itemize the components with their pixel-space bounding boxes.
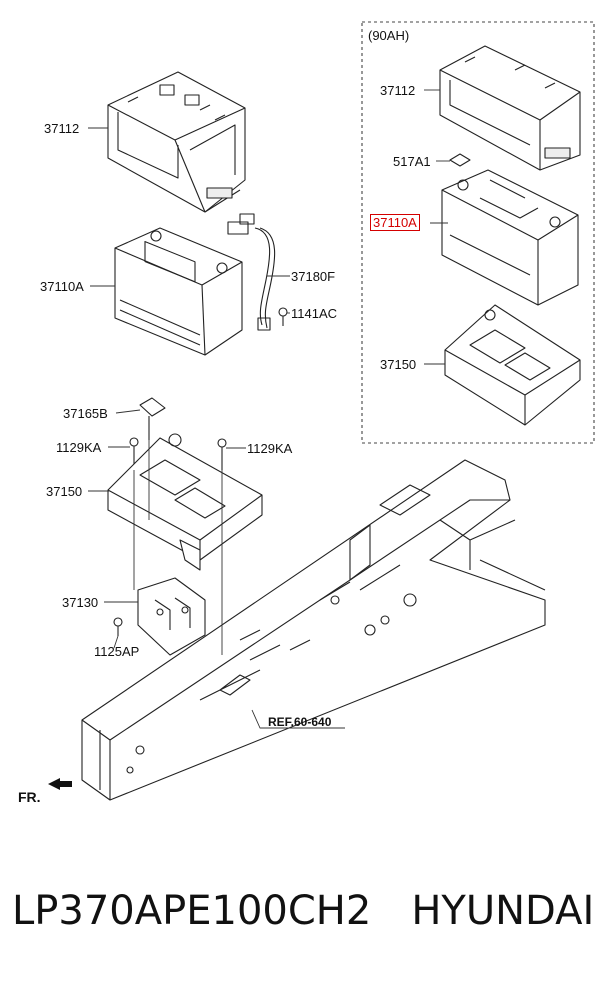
part-number: LP370APE100CH2 — [12, 888, 372, 934]
label-right-tray[interactable]: 37112 — [380, 83, 416, 98]
group-label-90ah: (90AH) — [368, 28, 410, 43]
label-left-tray[interactable]: 37112 — [44, 121, 80, 136]
bolt-1129ka-right — [217, 438, 227, 470]
leader-lines — [88, 89, 450, 729]
left-battery-tray — [107, 71, 246, 213]
left-battery-carrier — [107, 433, 263, 571]
label-left-battery[interactable]: 37110A — [40, 279, 84, 294]
footer-caption: LP370APE100CH2 HYUNDAI — [12, 888, 594, 934]
front-side-member — [81, 459, 546, 801]
right-battery-tray — [439, 45, 581, 171]
battery-cable — [227, 213, 276, 331]
bolt-1125ap — [113, 617, 123, 636]
front-arrow-icon — [48, 778, 72, 790]
right-battery-carrier — [444, 304, 581, 426]
group-frame — [361, 21, 595, 444]
right-battery — [441, 169, 579, 306]
bracket-37130 — [137, 577, 206, 656]
front-label: FR. — [18, 789, 41, 805]
label-cable[interactable]: 37180F — [291, 269, 336, 284]
label-left-carrier[interactable]: 37150 — [46, 484, 83, 499]
bolt-1141ac — [278, 307, 288, 326]
label-bolt-1129ka-right[interactable]: 1129KA — [247, 441, 293, 456]
insulator-pad — [449, 153, 471, 167]
left-battery — [114, 227, 243, 356]
label-right-battery-highlighted[interactable]: 37110A — [370, 214, 420, 231]
label-insulator[interactable]: 517A1 — [393, 154, 431, 169]
brand-name: HYUNDAI — [411, 888, 595, 934]
label-right-carrier[interactable]: 37150 — [380, 357, 417, 372]
reference-label[interactable]: REF.60-640 — [268, 715, 332, 729]
label-bolt-1129ka-left[interactable]: 1129KA — [56, 440, 102, 455]
label-bracket-37130[interactable]: 37130 — [62, 595, 99, 610]
bracket-37165b — [139, 397, 166, 440]
label-bolt-1125ap[interactable]: 1125AP — [94, 644, 140, 659]
parts-diagram — [48, 21, 595, 801]
label-bracket-37165b[interactable]: 37165B — [63, 406, 108, 421]
label-bolt-1141ac[interactable]: 1141AC — [291, 306, 338, 321]
